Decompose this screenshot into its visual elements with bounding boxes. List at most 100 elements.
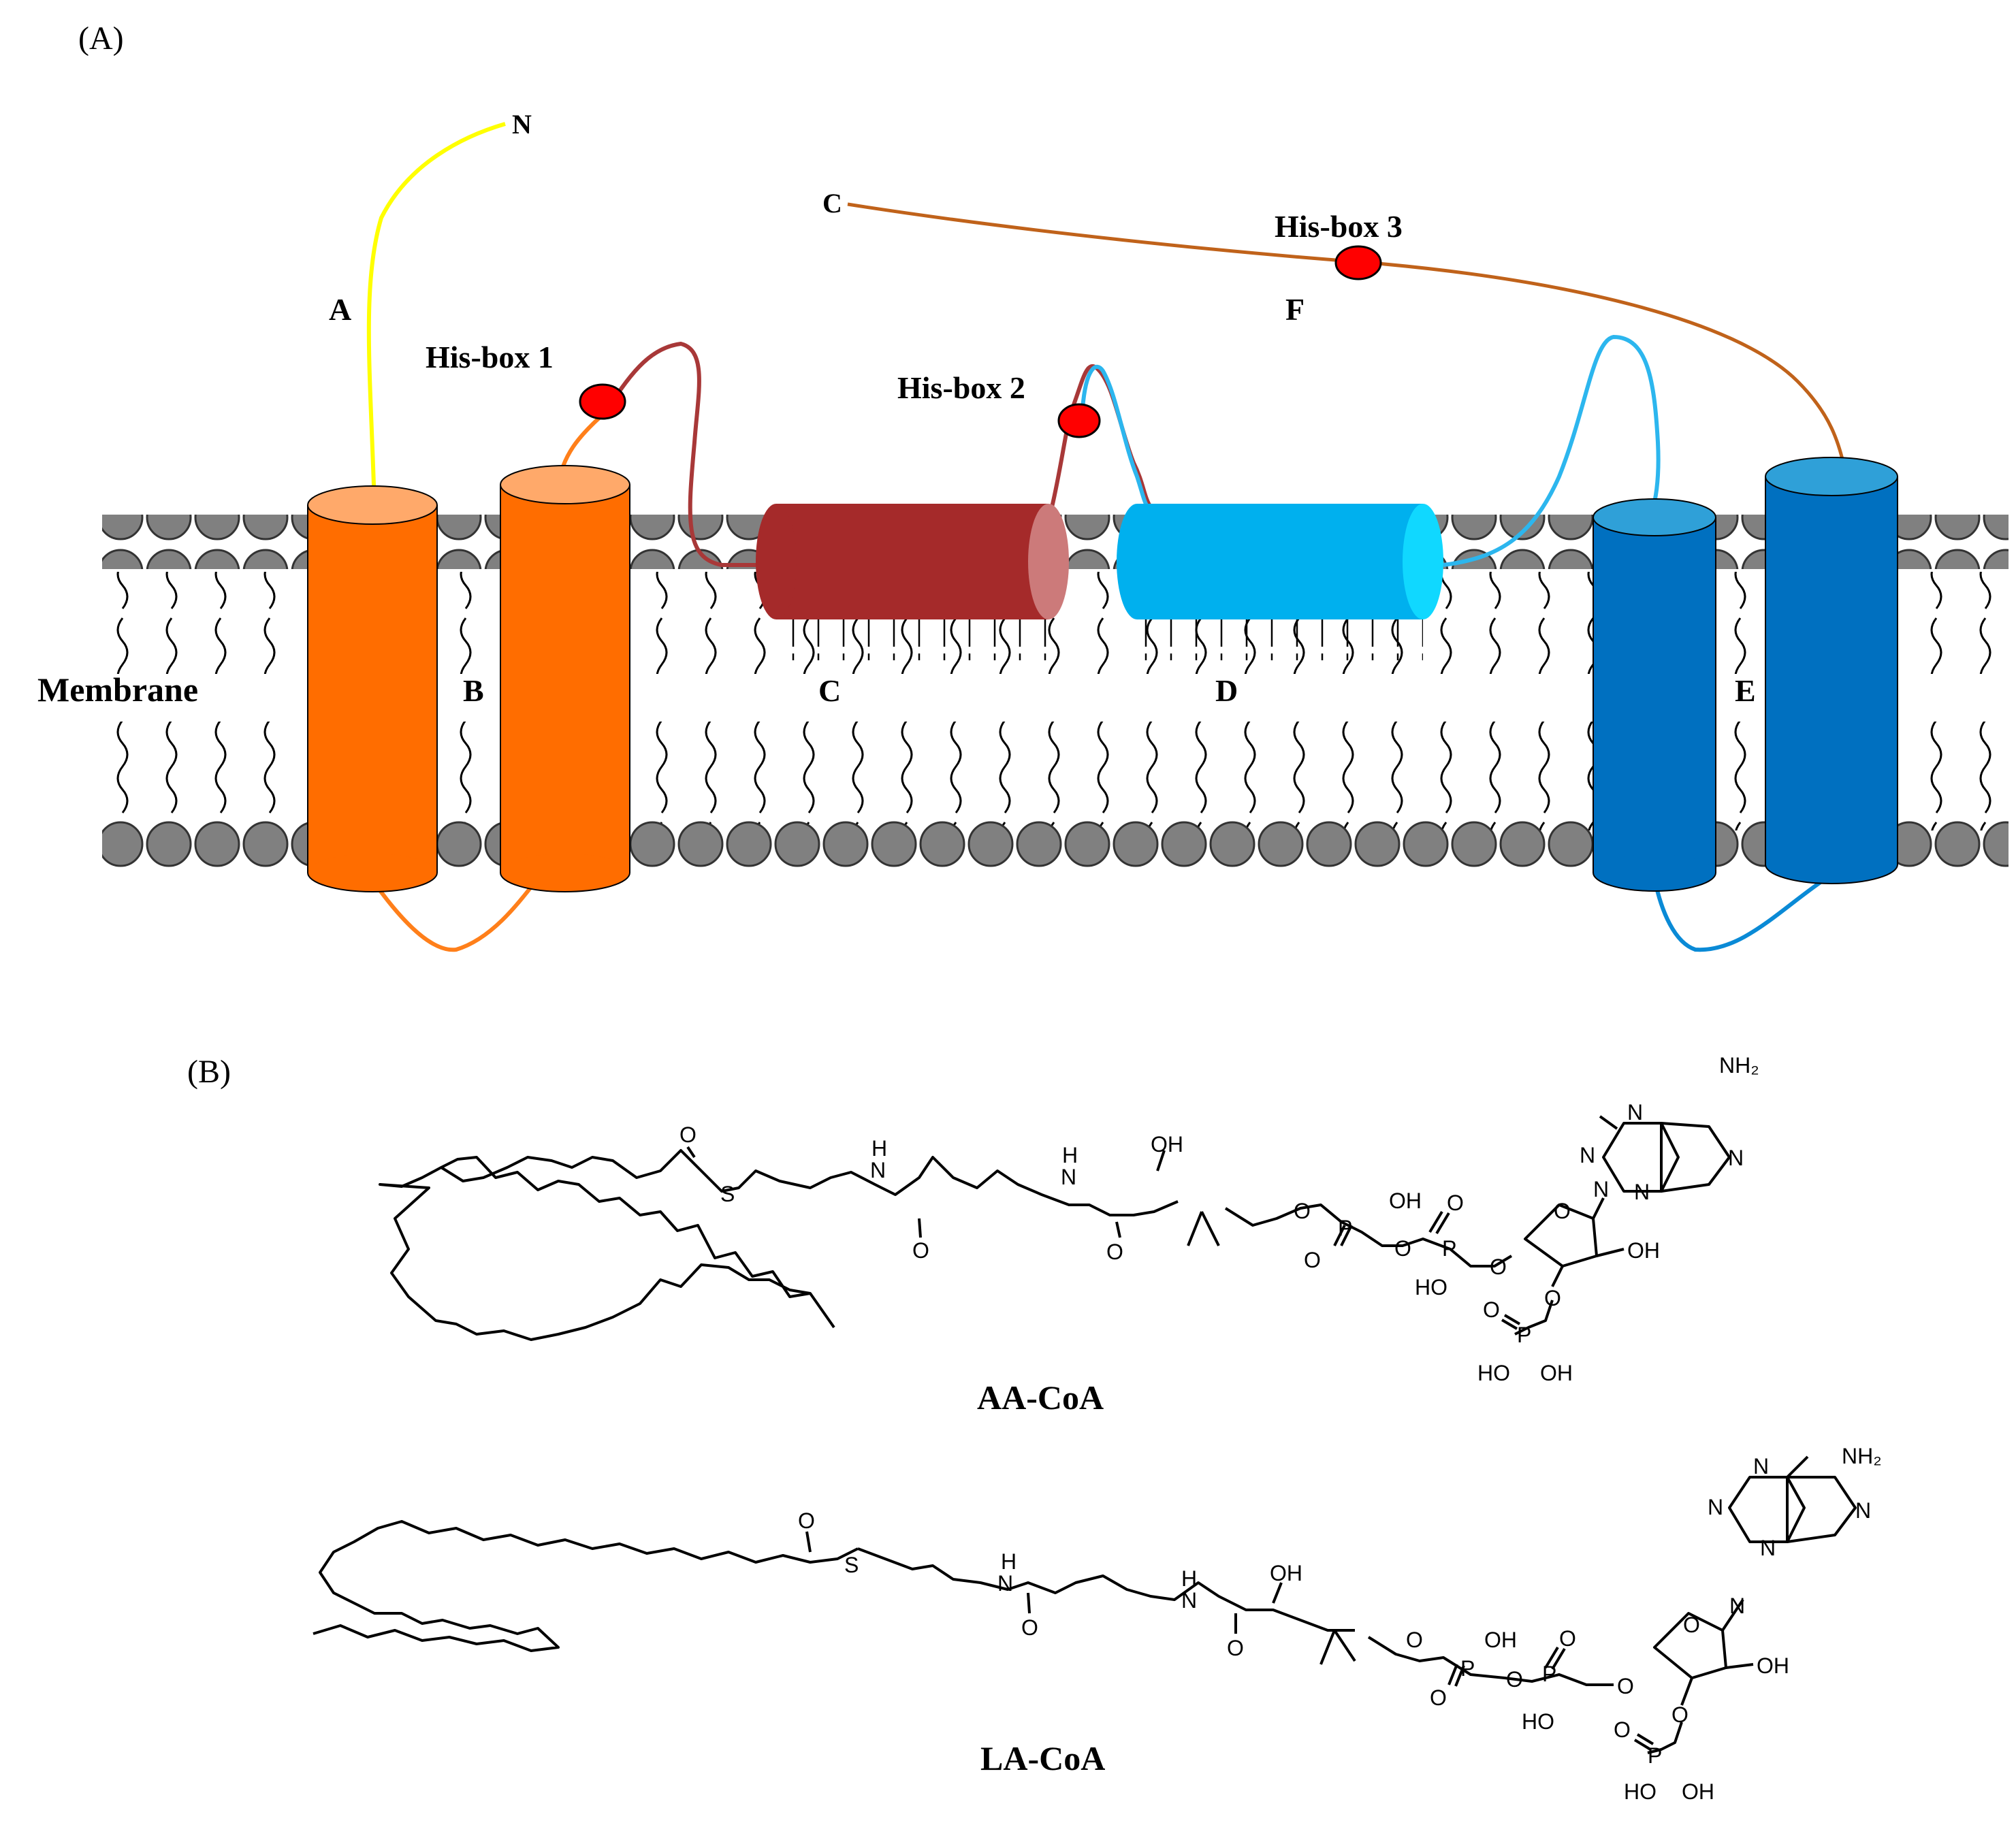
loop-c-d (1050, 364, 1153, 508)
protein-loops (366, 122, 1847, 952)
panel-b-label: (B) (187, 1054, 231, 1090)
aa-n3: N (1593, 1177, 1609, 1201)
segment-label-b: B (463, 673, 484, 708)
his-box-markers (579, 245, 1382, 438)
his-box-1-marker (579, 383, 626, 420)
segment-label-a: A (329, 292, 351, 327)
segment-label-d: D (1215, 673, 1238, 708)
aa-o8: O (1490, 1255, 1507, 1279)
la-coa-bonds (313, 1455, 1857, 1754)
la-oh4: OH (1682, 1779, 1714, 1804)
la-o4: O (1406, 1628, 1423, 1652)
his-box-3-label: His-box 3 (1275, 209, 1403, 244)
la-n3: N (1729, 1594, 1745, 1618)
aa-o10: O (1544, 1286, 1561, 1310)
loop-e-bottom (1652, 873, 1833, 952)
molecule-la-coa: O S H N O H N O OH O P OH O O P O HO O O… (313, 1444, 1882, 1804)
aa-o1: O (679, 1123, 697, 1147)
aa-p2: P (1442, 1236, 1456, 1261)
la-o10: O (1671, 1702, 1689, 1727)
la-nh1-h: H (1001, 1549, 1017, 1574)
la-o5: O (1430, 1685, 1447, 1710)
segment-label-e: E (1735, 673, 1756, 708)
aa-o5: O (1304, 1248, 1321, 1272)
la-ho2: HO (1624, 1779, 1657, 1804)
aa-nh2-amine: NH₂ (1719, 1053, 1759, 1078)
aa-ho1: HO (1415, 1275, 1447, 1299)
aa-o4: O (1294, 1199, 1311, 1223)
segment-a-tail (366, 122, 506, 508)
la-n2: N (1181, 1588, 1197, 1613)
la-coa-label: LA-CoA (980, 1739, 1105, 1777)
aa-s: S (720, 1182, 735, 1206)
la-s: S (844, 1553, 859, 1577)
la-oh2: OH (1484, 1628, 1517, 1652)
la-coa-atoms: O S H N O H N O OH O P OH O O P O HO O O… (798, 1444, 1882, 1804)
la-o1: O (798, 1508, 815, 1533)
la-na: N (1753, 1454, 1769, 1479)
aa-o3: O (1106, 1240, 1123, 1264)
la-o6: O (1506, 1667, 1523, 1692)
la-nc: N (1855, 1498, 1871, 1523)
aa-o9: O (1554, 1199, 1571, 1223)
aa-na: N (1627, 1100, 1643, 1125)
aa-nb: N (1580, 1143, 1595, 1167)
helix-e2 (1765, 457, 1898, 884)
aa-nc: N (1728, 1146, 1744, 1170)
la-n1: N (997, 1571, 1013, 1596)
aa-ho2: HO (1477, 1361, 1510, 1385)
molecule-aa-coa: O S H N O H N O OH O P OH O O P O HO O O… (379, 1053, 1759, 1417)
aa-coa-label: AA-CoA (977, 1378, 1104, 1417)
aa-o11: O (1483, 1297, 1500, 1322)
la-o9: O (1683, 1613, 1700, 1637)
aa-p1: P (1338, 1216, 1352, 1240)
his-box-1-label: His-box 1 (426, 340, 554, 374)
la-oh1: OH (1270, 1561, 1302, 1585)
tail-f (847, 202, 1847, 470)
segment-label-f: F (1285, 292, 1305, 327)
his-box-3-marker (1334, 245, 1382, 280)
la-nh2-amine: NH₂ (1842, 1444, 1882, 1468)
segment-label-c: C (818, 673, 841, 708)
aa-coa-bonds (379, 1115, 1731, 1341)
aa-oh2: OH (1389, 1189, 1422, 1213)
c-terminus-label: C (822, 188, 842, 219)
la-o3: O (1227, 1636, 1244, 1660)
la-o2: O (1021, 1615, 1038, 1640)
aa-o2: O (912, 1238, 929, 1263)
loop-b-c (604, 341, 763, 567)
la-o11: O (1614, 1717, 1631, 1742)
aa-p3: P (1517, 1323, 1531, 1347)
aa-coa-atoms: O S H N O H N O OH O P OH O O P O HO O O… (679, 1053, 1759, 1385)
aa-nh1-h: H (871, 1136, 887, 1161)
helix-c (756, 504, 1069, 660)
helix-b (500, 465, 630, 892)
la-nd: N (1760, 1536, 1776, 1560)
la-o7: O (1559, 1626, 1576, 1651)
aa-nh2-h: H (1062, 1143, 1078, 1167)
aa-n2: N (1061, 1165, 1076, 1189)
helix-a (307, 485, 438, 892)
panel-b: (B) (187, 1053, 1882, 1804)
membrane-label: Membrane (37, 671, 198, 709)
la-p1: P (1460, 1656, 1475, 1681)
la-oh3: OH (1757, 1653, 1789, 1678)
panel-a-label: (A) (78, 20, 124, 56)
la-p3: P (1648, 1743, 1662, 1768)
panel-a: (A) Membrane (37, 20, 2009, 952)
his-box-2-label: His-box 2 (897, 370, 1025, 405)
aa-o6: O (1394, 1236, 1411, 1261)
his-box-2-marker (1057, 403, 1101, 438)
aa-oh4: OH (1540, 1361, 1573, 1385)
loop-his2-d (1081, 364, 1153, 513)
aa-nd: N (1634, 1180, 1650, 1204)
la-p2: P (1542, 1662, 1556, 1686)
aa-oh3: OH (1627, 1238, 1660, 1263)
helix-d (1117, 504, 1443, 660)
loop-b-bottom (369, 877, 540, 952)
helix-e1 (1593, 498, 1716, 892)
la-nb: N (1708, 1495, 1723, 1519)
la-o8: O (1617, 1674, 1634, 1698)
n-terminus-label: N (512, 109, 532, 140)
